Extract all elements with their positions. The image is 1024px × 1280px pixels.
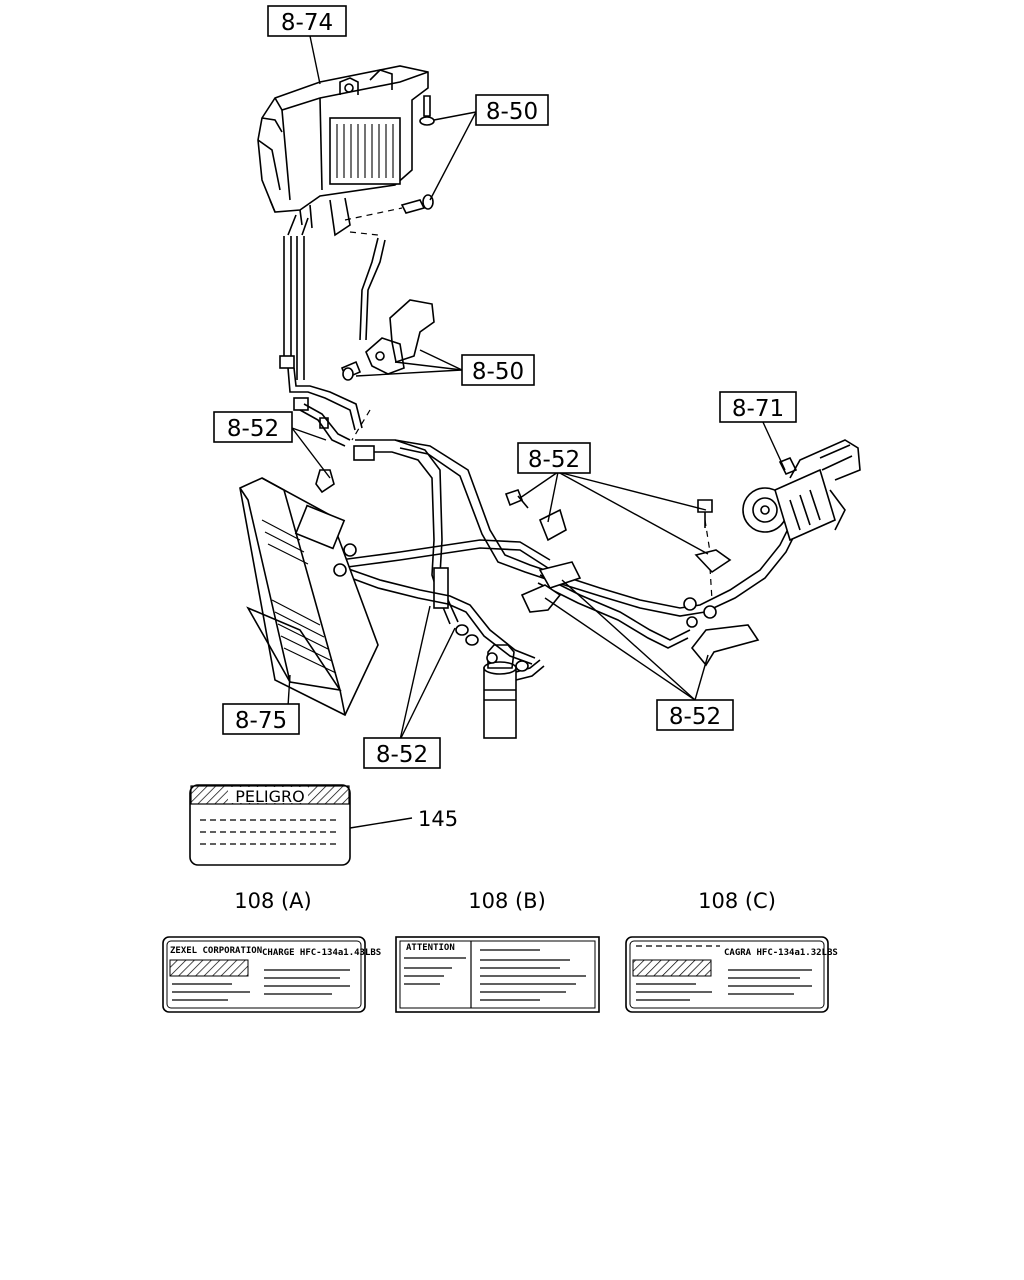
svg-text:8-74: 8-74 [281,10,333,36]
callout-compressor: 8-71 [719,391,797,423]
heater-unit-drawing [257,65,429,237]
label-peligro: PELIGRO [189,784,351,866]
svg-text:8-50: 8-50 [486,99,538,125]
svg-text:8-52: 8-52 [227,416,279,442]
bolt-left-drawing [315,417,335,494]
svg-text:PELIGRO: PELIGRO [235,787,305,806]
svg-text:8-50: 8-50 [472,359,524,385]
svg-text:8-52: 8-52 [376,742,428,768]
callout-clamps-lower: 8-52 [656,699,734,731]
callout-bracket-mid: 8-50 [461,354,535,386]
part-number-145: 145 [418,807,458,831]
refrigerant-hoses [339,439,802,665]
callout-heater-unit: 8-74 [267,5,347,37]
bolt-upper-drawing [400,95,435,214]
part-number-108c: 108 (C) [698,889,776,913]
label-108a: ZEXEL CORPORATION CHARGE HFC-134a1.43LBS [162,936,381,1013]
label-108c: CAGRA HFC-134a1.32LBS [625,936,838,1013]
compressor-drawing [742,439,861,542]
callout-hose-right: 8-52 [517,442,591,474]
callout-receiver-lines: 8-52 [363,737,441,769]
svg-text:8-71: 8-71 [732,396,784,422]
callout-condenser: 8-75 [222,703,300,735]
svg-text:8-75: 8-75 [235,708,287,734]
callout-hose-left: 8-52 [213,411,293,443]
condenser-drawing [239,477,379,717]
callout-bolts-upper: 8-50 [475,94,549,126]
svg-text:CAGRA HFC-134a1.32LBS: CAGRA HFC-134a1.32LBS [724,948,838,958]
receiver-dryer-drawing [455,624,545,739]
bracket-mid-drawing [340,299,435,381]
svg-text:CHARGE HFC-134a1.43LBS: CHARGE HFC-134a1.43LBS [262,948,381,958]
reference-dashes [344,207,713,601]
svg-text:8-52: 8-52 [528,447,580,473]
refrigerant-pipes-upper [279,236,386,447]
part-number-108b: 108 (B) [468,889,546,913]
svg-text:ATTENTION: ATTENTION [406,943,455,953]
leader-lines [287,35,786,829]
svg-text:8-52: 8-52 [669,704,721,730]
label-108b: ATTENTION [395,936,600,1013]
part-number-108a: 108 (A) [234,889,312,913]
clamp-brackets-drawing [504,489,760,667]
svg-text:ZEXEL CORPORATION: ZEXEL CORPORATION [170,946,262,956]
